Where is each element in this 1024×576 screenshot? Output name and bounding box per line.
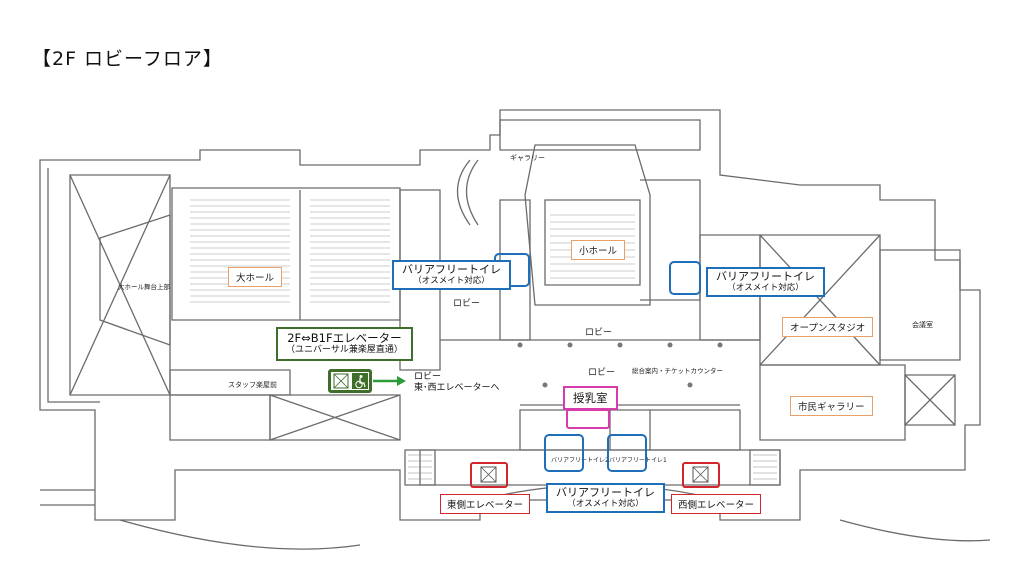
bf-toilet-callout-center: バリアフリートイレ （オスメイト対応） xyxy=(392,260,511,291)
nursing-room-callout: 授乳室 xyxy=(563,386,618,410)
room-small-hall: 小ホール xyxy=(571,240,626,260)
wheelchair-icon xyxy=(352,373,368,389)
room-open-studio: オープンスタジオ xyxy=(782,317,874,337)
lobby-destination-line2: 東･西エレベーターへ xyxy=(414,382,500,393)
bf-toilet-callout-right: バリアフリートイレ （オスメイト対応） xyxy=(706,267,825,298)
elevator-icon xyxy=(692,466,709,483)
bf-toilet-note: （オスメイト対応） xyxy=(413,275,490,286)
lobby-destination-line1: ロビー xyxy=(414,372,442,382)
bf-toilet-label: バリアフリートイレ xyxy=(556,486,655,499)
room-large-hall: 大ホール xyxy=(228,267,283,287)
bf-toilet-label: バリアフリートイレ xyxy=(402,263,501,276)
west-elevator-label: 西側エレベーター xyxy=(671,494,762,514)
label-meeting-room: 会議室 xyxy=(912,321,933,329)
label-general-counter: 総合案内・チケットカウンター xyxy=(632,367,723,375)
label-lobby-c: ロビー xyxy=(588,368,616,378)
lobby-destination: ロビー 東･西エレベーターへ xyxy=(414,372,500,394)
bf-toilet-marker-bottom-left xyxy=(544,434,584,472)
label-staff-room: スタッフ楽屋前 xyxy=(228,381,277,389)
elevator-icon xyxy=(480,466,497,483)
elevator-icon xyxy=(333,373,349,389)
label-lobby-b: ロビー xyxy=(585,328,613,338)
label-bf-toilet-1: バリアフリートイレ1 xyxy=(609,457,667,464)
nursing-room-marker xyxy=(566,409,610,429)
arrow-right-icon xyxy=(373,376,406,386)
universal-elevator-label: 2F⇔B1Fエレベーター xyxy=(287,331,402,345)
universal-elevator-callout: 2F⇔B1Fエレベーター （ユニバーサル兼楽屋直通） xyxy=(276,327,413,361)
universal-elevator-note: （ユニバーサル兼楽屋直通） xyxy=(286,345,403,356)
bf-toilet-marker-bottom-right xyxy=(607,434,647,472)
label-lobby-a: ロビー xyxy=(453,299,481,309)
label-gallery: ギャラリー xyxy=(510,154,545,162)
page-title: 【2F ロビーフロア】 xyxy=(32,48,223,70)
east-elevator-label: 東側エレベーター xyxy=(440,494,531,514)
universal-elevator-marker xyxy=(328,369,372,393)
bf-toilet-marker-right xyxy=(669,261,701,295)
room-citizen-gallery: 市民ギャラリー xyxy=(790,396,873,416)
label-stage: 大ホール舞台上部 xyxy=(118,283,170,291)
east-elevator-marker xyxy=(470,462,508,488)
label-bf-toilet-2: バリアフリートイレ2 xyxy=(551,457,609,464)
bf-toilet-label: バリアフリートイレ xyxy=(716,270,815,283)
west-elevator-marker xyxy=(682,462,720,488)
bf-toilet-callout-bottom: バリアフリートイレ （オスメイト対応） xyxy=(546,483,665,514)
bf-toilet-note: （オスメイト対応） xyxy=(567,498,644,509)
bf-toilet-note: （オスメイト対応） xyxy=(727,282,804,293)
